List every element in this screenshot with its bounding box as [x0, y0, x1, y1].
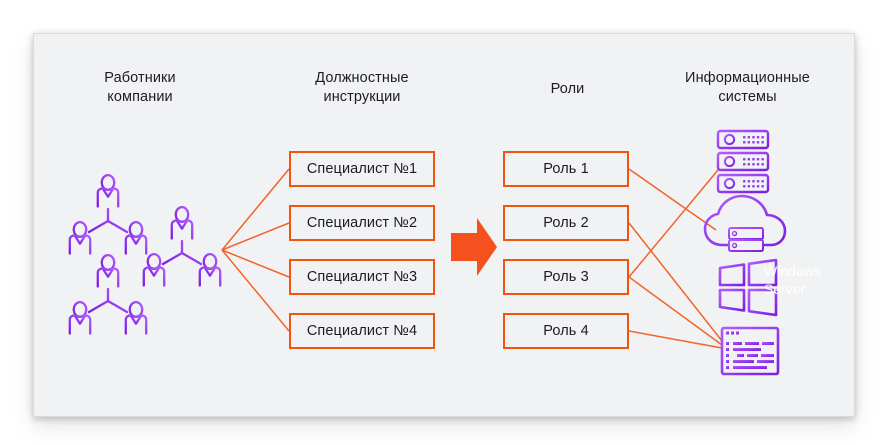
column-header-employees: Работники компании [104, 70, 176, 105]
column-header-roles: Роли [550, 81, 585, 97]
job-description-box-4[interactable]: Специалист №4 [289, 313, 435, 349]
job-description-box-1[interactable]: Специалист №1 [289, 151, 435, 187]
role-box-4[interactable]: Роль 4 [503, 313, 629, 349]
role-box-1[interactable]: Роль 1 [503, 151, 629, 187]
job-description-box-2[interactable]: Специалист №2 [289, 205, 435, 241]
job-description-box-3[interactable]: Специалист №3 [289, 259, 435, 295]
role-box-3[interactable]: Роль 3 [503, 259, 629, 295]
column-header-job-descriptions: Должностные инструкции [315, 70, 409, 105]
windows-server-label: Windows Server [764, 263, 821, 297]
role-box-2[interactable]: Роль 2 [503, 205, 629, 241]
column-header-information-systems: Информационные системы [685, 70, 810, 105]
